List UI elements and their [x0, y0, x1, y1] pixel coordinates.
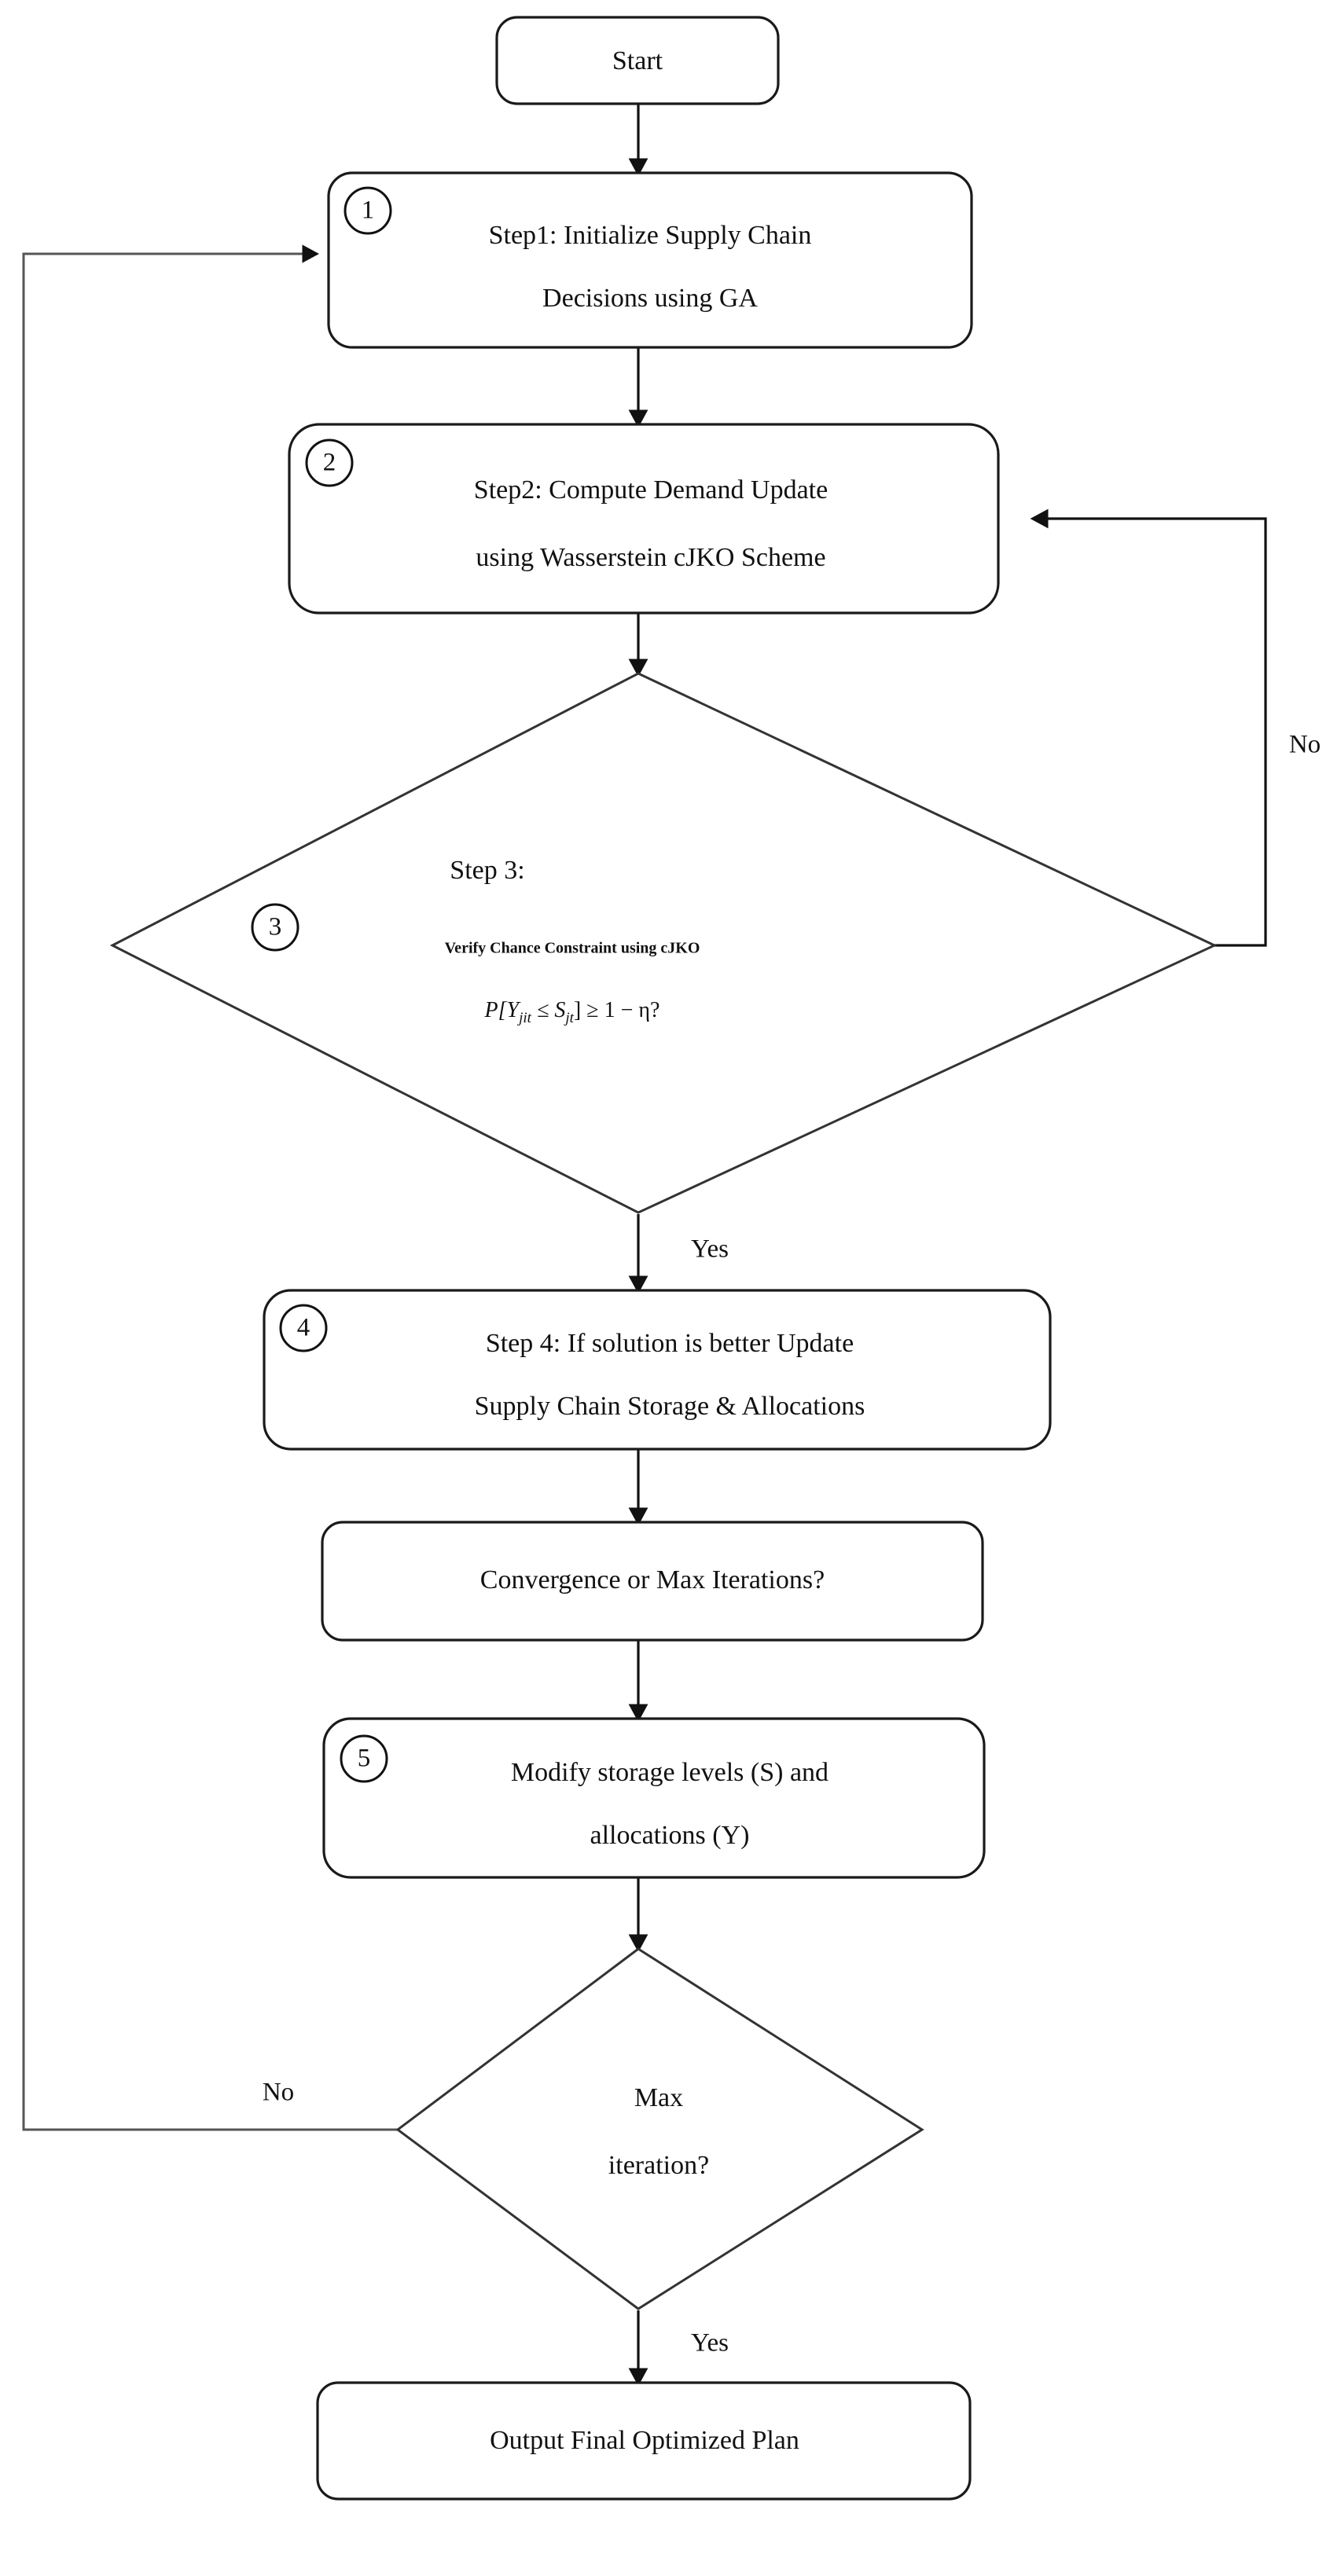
node-step5[interactable]: Modify storage levels (S) and allocation…: [322, 1717, 986, 1879]
step5-box[interactable]: [322, 1717, 986, 1879]
start-label: Start: [612, 46, 663, 75]
step4-box[interactable]: [263, 1289, 1052, 1451]
step3-formula: P[Yjit ≤ Sjt] ≥ 1 − η?: [484, 998, 660, 1026]
step1-badge-circle: [344, 186, 392, 235]
formula-mid: ≤ S: [531, 998, 565, 1022]
node-step3[interactable]: Step 3: Verify Chance Constraint using c…: [109, 672, 1218, 1214]
max-iteration-line2: iteration?: [608, 2151, 709, 2180]
max-iteration-diamond[interactable]: [395, 1947, 924, 2310]
node-step1[interactable]: Step1: Initialize Supply Chain Decisions…: [327, 171, 973, 349]
node-max-iteration[interactable]: Max iteration?: [395, 1947, 924, 2310]
step4-line2: Supply Chain Storage & Allocations: [475, 1392, 865, 1421]
node-convergence[interactable]: Convergence or Max Iterations?: [321, 1521, 984, 1642]
convergence-label: Convergence or Max Iterations?: [480, 1565, 825, 1594]
step5-line2: allocations (Y): [590, 1821, 750, 1850]
formula-sub2: jt: [563, 1010, 574, 1026]
step2-badge-number: 2: [323, 449, 336, 477]
step3-diamond[interactable]: [109, 672, 1218, 1214]
step3-badge-number: 3: [269, 913, 282, 941]
output-box[interactable]: [316, 2381, 972, 2501]
formula-suffix: ] ≥ 1 − η?: [574, 998, 660, 1022]
formula-prefix: P[Y: [484, 998, 522, 1022]
step3-badge-circle: [251, 903, 299, 952]
step3-title: Step 3:: [450, 856, 524, 885]
step2-box[interactable]: [288, 423, 1000, 615]
step5-badge-number: 5: [358, 1745, 371, 1773]
step1-box[interactable]: [327, 171, 973, 349]
step2-line2: using Wasserstein cJKO Scheme: [476, 543, 825, 572]
edge-maxiteration-no-loop: [22, 244, 398, 2131]
edge-label-step3-yes: Yes: [691, 1235, 729, 1264]
node-start[interactable]: Start: [495, 16, 780, 105]
max-iteration-line1: Max: [634, 2083, 683, 2112]
edge-step3-no-loop: [1030, 508, 1267, 947]
step1-line2: Decisions using GA: [542, 284, 758, 313]
step3-subtitle: Verify Chance Constraint using cJKO: [445, 940, 700, 957]
step4-badge-number: 4: [297, 1314, 310, 1342]
edge-label-maxiteration-no: No: [263, 2079, 294, 2107]
step1-line1: Step1: Initialize Supply Chain: [489, 221, 812, 250]
step5-line1: Modify storage levels (S) and: [511, 1758, 828, 1787]
output-label: Output Final Optimized Plan: [490, 2426, 799, 2455]
node-step2[interactable]: Step2: Compute Demand Update using Wasse…: [288, 423, 1000, 615]
step5-badge-circle: [340, 1734, 388, 1783]
step2-badge-circle: [305, 439, 354, 487]
step4-line1: Step 4: If solution is better Update: [486, 1329, 854, 1358]
edge-label-maxiteration-yes: Yes: [691, 2329, 729, 2358]
formula-sub1: jit: [516, 1010, 532, 1026]
node-step4[interactable]: Step 4: If solution is better Update Sup…: [263, 1289, 1052, 1451]
convergence-box[interactable]: [321, 1521, 984, 1642]
step4-badge-circle: [279, 1304, 328, 1352]
step2-line1: Step2: Compute Demand Update: [474, 475, 828, 505]
start-box[interactable]: [495, 16, 780, 105]
edge-label-step3-no: No: [1289, 731, 1321, 759]
step1-badge-number: 1: [362, 196, 375, 225]
node-output[interactable]: Output Final Optimized Plan: [316, 2381, 972, 2501]
